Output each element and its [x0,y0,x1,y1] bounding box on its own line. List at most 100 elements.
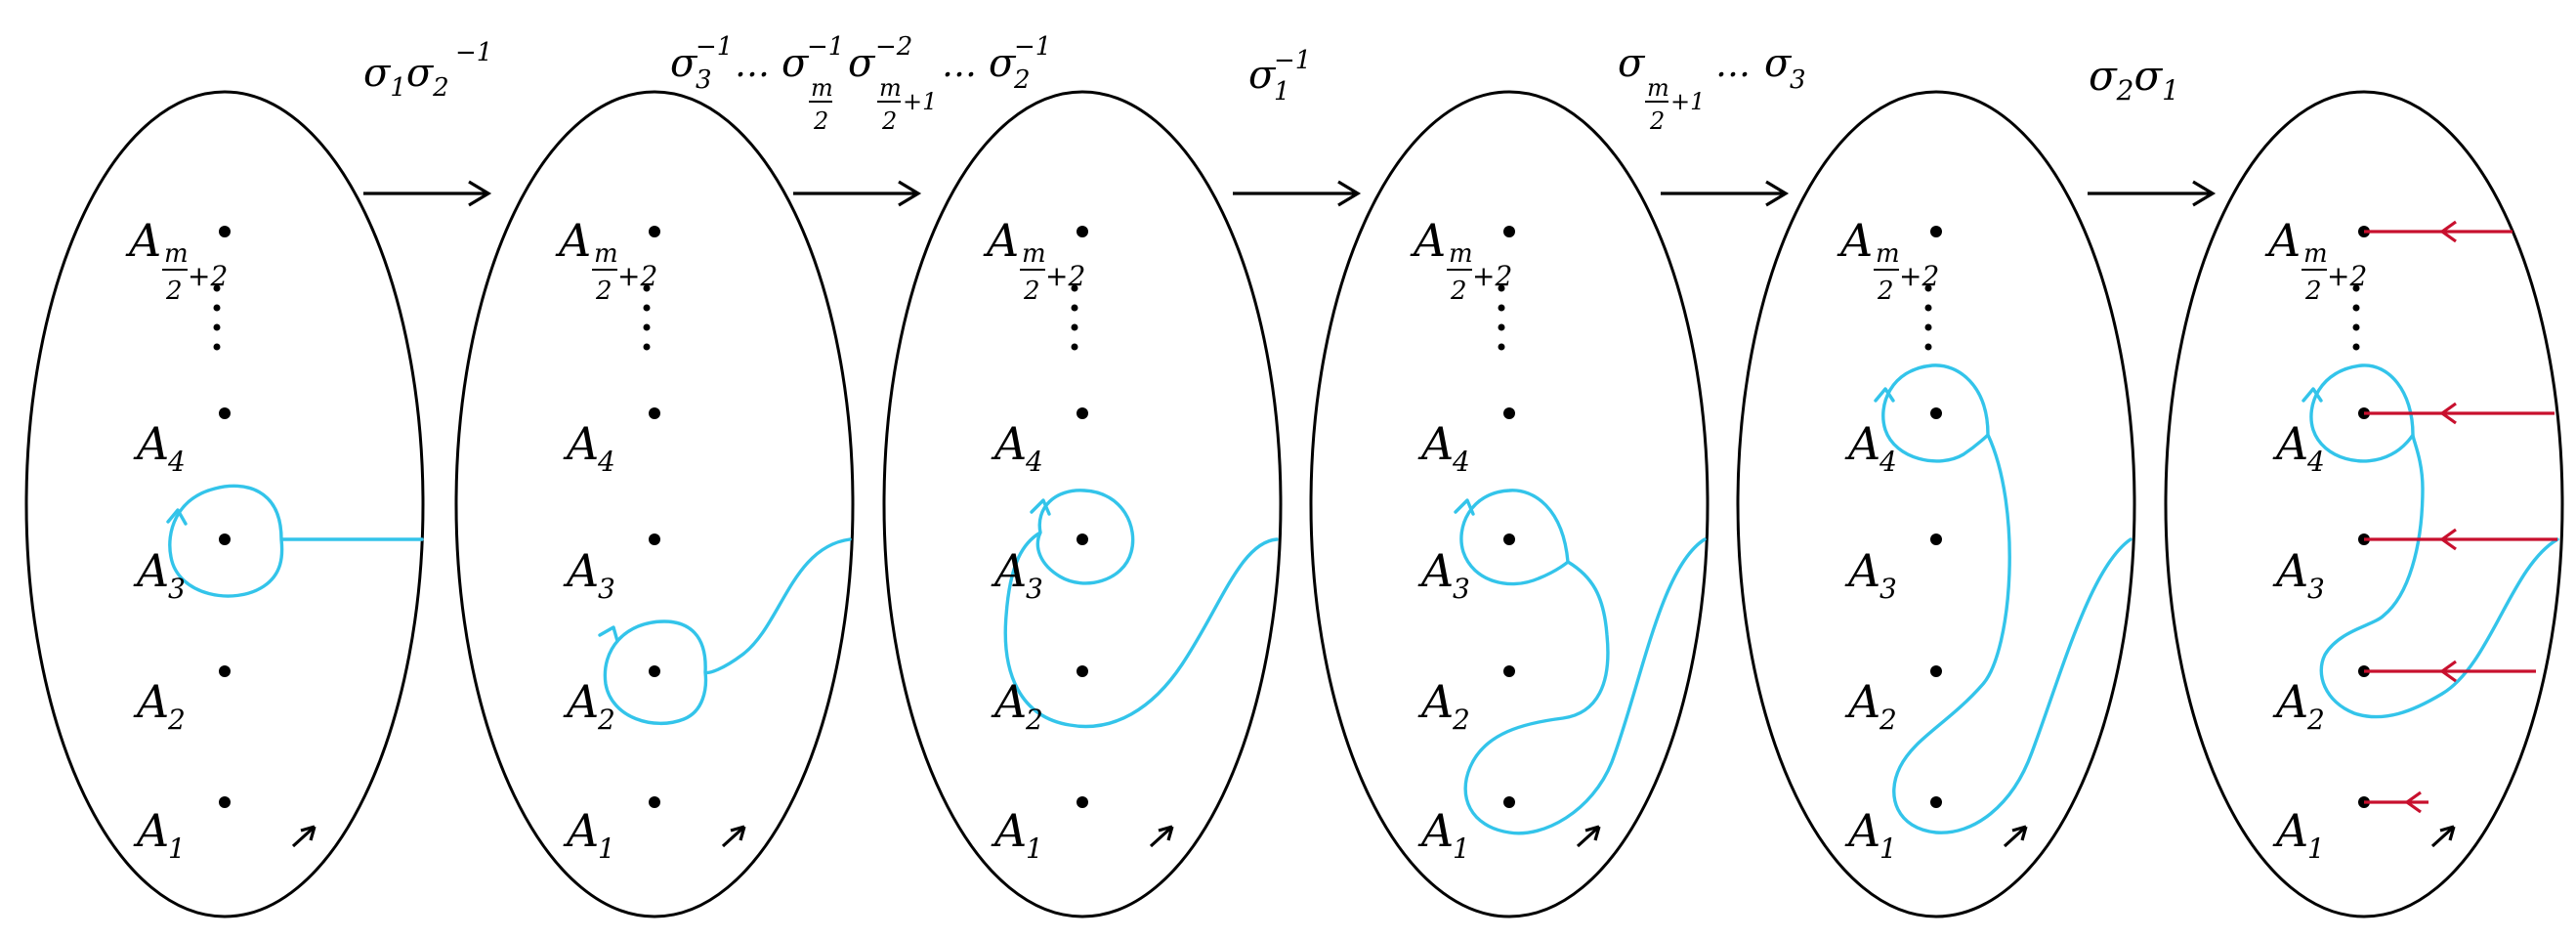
svg-text:m: m [811,74,833,102]
point-label-a4-sub: 4 [597,446,615,478]
point-label-a1-sub: 1 [1453,832,1470,865]
point-label-top-den: 2 [2304,277,2322,306]
point-label-a3-sub: 3 [598,573,615,605]
point-label-top: A [1837,214,1873,267]
disk-outline [882,90,1283,918]
disk-outline [1736,90,2136,918]
point-label-top-den: 2 [1023,277,1040,306]
svg-text:σ: σ [848,41,876,86]
point-label-top: A [2264,214,2301,267]
operation-5-label: σ2σ1 [2089,52,2179,107]
red-arrows [2364,220,2557,814]
point-label-a2-sub: 2 [1025,704,1043,736]
operation-4-label: σ m 2 +1 … σ 3 [1618,41,1806,135]
panel-1 [24,90,425,918]
loop-arrow-icon [1874,387,1895,403]
points [2352,226,2370,808]
svg-text:σ2σ1: σ2σ1 [2089,52,2179,107]
point-label-top-plus: +2 [617,260,657,292]
loop-arrow-icon [598,625,619,643]
point-label-a2: A [991,675,1027,728]
svg-text:−1: −1 [1274,46,1311,75]
loop-arrow-icon [1030,498,1051,516]
point-label-a4: A [991,417,1027,470]
point-label-a1: A [2272,804,2308,857]
point-label-a1: A [991,804,1027,857]
point-label-top-num: m [594,239,618,269]
loop-arrow-icon [2302,387,2323,403]
loop-curve [1881,363,2133,834]
point-label-a4: A [1417,417,1454,470]
point-label-a4-sub: 4 [1879,446,1897,478]
point-label-a2: A [1417,675,1454,728]
orientation-arrow-icon [721,825,746,848]
point-label-top: A [555,214,591,267]
point-label-a1: A [1844,804,1880,857]
point-label-a3-sub: 3 [168,573,186,605]
point-label-a3: A [1417,544,1454,597]
point-label-a2: A [133,675,169,728]
svg-text:−1: −1 [455,38,492,67]
point-label-a2-sub: 2 [1879,704,1897,736]
point-label-top-den: 2 [595,277,612,306]
points [1071,226,1088,808]
point-label-a4-sub: 4 [1452,446,1470,478]
point-label-top: A [1410,214,1446,267]
transition-arrows [363,180,2217,207]
point-label-a3: A [2272,544,2308,597]
svg-text:1: 1 [1274,77,1290,107]
point-label-a1: A [1417,804,1454,857]
orientation-arrow-icon [1576,825,1601,848]
svg-text:2: 2 [1649,107,1665,135]
svg-text:3: 3 [1790,65,1806,95]
loop-curve [603,537,852,726]
point-label-a4-sub: 4 [167,446,186,478]
orientation-arrow-icon [2003,825,2028,848]
point-label-top-plus: +2 [2327,260,2367,292]
point-label-top-num: m [1022,239,1046,269]
point-label-a2: A [1844,675,1880,728]
loop-arrow-icon [166,508,188,526]
loop-curve [168,484,424,598]
disk-outline [24,90,425,918]
point-label-a3: A [991,544,1027,597]
point-label-a2: A [563,675,599,728]
point-label-a2-sub: 2 [2306,704,2325,736]
point-label-top-num: m [164,239,189,269]
point-label-a4: A [133,417,169,470]
disk-outline [1309,90,1710,918]
panel-4 [1309,90,1710,918]
point-label-a1-sub: 1 [598,832,615,865]
point-label-a1: A [563,804,599,857]
svg-text:σ: σ [1618,41,1646,86]
point-label-top-num: m [1449,239,1473,269]
point-label-a4: A [2272,417,2308,470]
svg-text:−1: −1 [1014,32,1051,62]
panel-5 [1736,90,2136,918]
svg-text:2: 2 [1013,65,1031,95]
svg-text:+1: +1 [903,88,937,115]
point-label-top-den: 2 [1450,277,1467,306]
svg-text:σ: σ [1248,53,1277,98]
points [213,226,231,808]
point-label-a4: A [563,417,599,470]
svg-text:2: 2 [813,107,828,135]
point-label-top-plus: +2 [1472,260,1512,292]
loop-arrow-icon [1454,498,1475,516]
point-label-a2-sub: 2 [167,704,186,736]
svg-text:σ1σ2: σ1σ2 [363,51,449,103]
svg-text:m: m [1647,74,1669,102]
operation-1-label: σ1σ2 −1 [363,38,492,103]
orientation-arrow-icon [291,825,317,848]
points [1924,226,1942,808]
point-label-a4-sub: 4 [1025,446,1043,478]
point-label-a3-sub: 3 [1026,573,1043,605]
point-label-a3: A [133,544,169,597]
operation-2-label: σ 3 −1 … σ m 2 −1 σ m 2 +1 −2 … σ 2 −1 [670,32,1051,135]
svg-text:3: 3 [696,65,712,95]
panel-2 [454,90,855,918]
svg-text:σ: σ [989,41,1017,86]
svg-text:−1: −1 [696,32,733,62]
